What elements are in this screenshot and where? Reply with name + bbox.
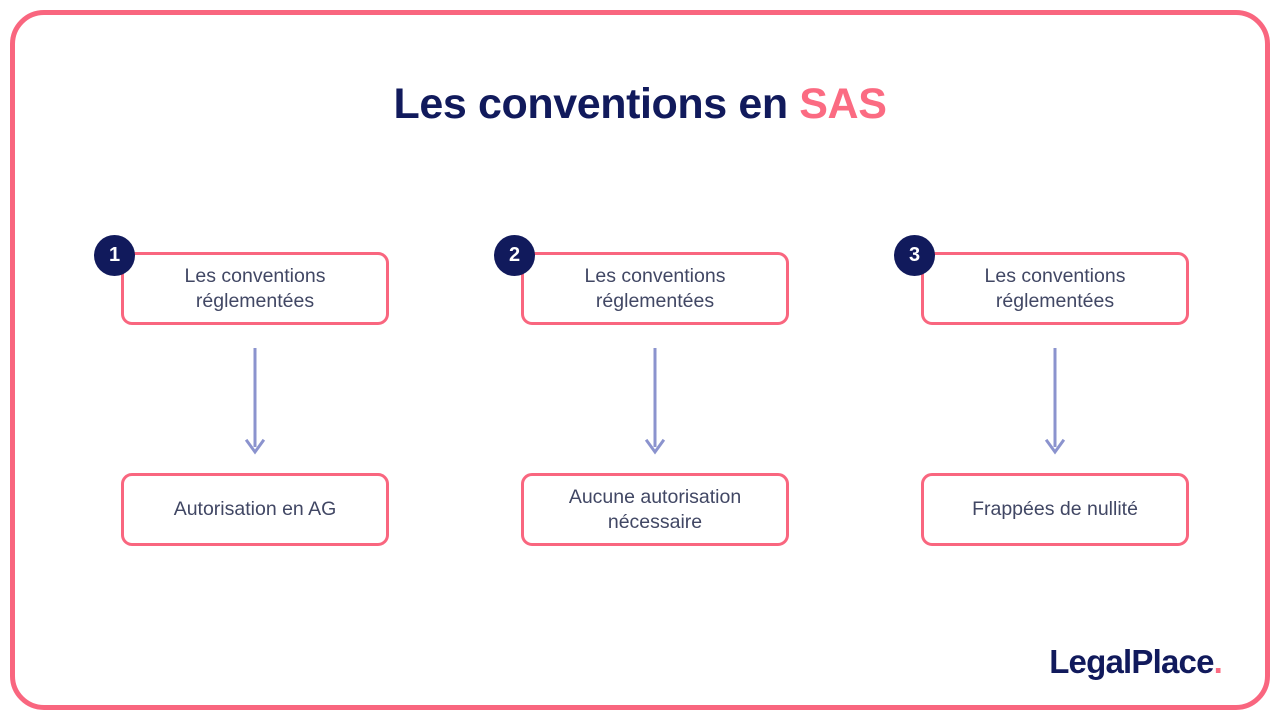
bottom-box-1: Autorisation en AG: [121, 473, 389, 546]
step-badge-3: 3: [894, 235, 935, 276]
bottom-box-2: Aucune autorisation nécessaire: [521, 473, 789, 546]
page-title-main: Les conventions en: [393, 80, 800, 128]
page-title-accent: SAS: [799, 80, 887, 128]
outer-frame: [10, 10, 1270, 710]
bottom-box-3-label: Frappées de nullité: [972, 498, 1138, 521]
arrow-down-icon-2: [643, 348, 667, 456]
top-box-2: Les conventions réglementées: [521, 252, 789, 325]
step-badge-1-number: 1: [108, 244, 121, 266]
bottom-box-3: Frappées de nullité: [921, 473, 1189, 546]
bottom-box-1-label: Autorisation en AG: [173, 498, 337, 521]
step-badge-2: 2: [494, 235, 535, 276]
legalplace-logo-dot: .: [1213, 643, 1223, 680]
bottom-box-2-label: Aucune autorisation nécessaire: [568, 485, 742, 533]
top-box-1: Les conventions réglementées: [121, 252, 389, 325]
top-box-1-label: Les conventions réglementées: [184, 264, 326, 312]
page-title: Les conventions en SAS: [0, 80, 1280, 129]
top-box-2-label: Les conventions réglementées: [584, 264, 726, 312]
legalplace-logo-name: LegalPlace: [1049, 643, 1214, 680]
arrow-down-icon-3: [1043, 348, 1067, 456]
top-box-3: Les conventions réglementées: [921, 252, 1189, 325]
top-box-3-label: Les conventions réglementées: [984, 264, 1126, 312]
legalplace-logo: LegalPlace.: [1049, 643, 1223, 680]
step-badge-2-number: 2: [508, 244, 521, 266]
arrow-down-icon-1: [243, 348, 267, 456]
step-badge-1: 1: [94, 235, 135, 276]
step-badge-3-number: 3: [908, 244, 921, 266]
